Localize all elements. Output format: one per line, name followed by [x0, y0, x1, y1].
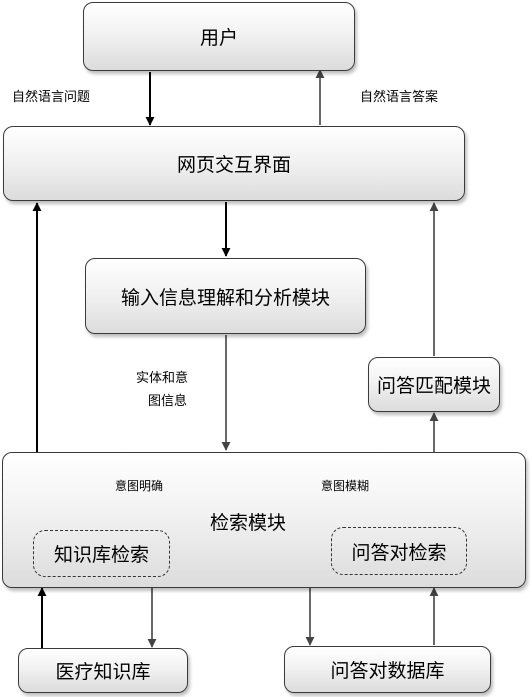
- node-web-ui: 网页交互界面: [3, 126, 465, 201]
- node-web-ui-label: 网页交互界面: [176, 154, 291, 176]
- node-qa-pair-search: 问答对检索: [331, 527, 467, 575]
- node-medical-kb: 医疗知识库: [18, 648, 188, 693]
- node-qa-match: 问答匹配模块: [368, 357, 500, 412]
- edge-label-entity-intent-2: 图信息: [148, 394, 188, 409]
- node-qa-database: 问答对数据库: [284, 646, 491, 693]
- edge-label-intent-fuzzy: 意图模糊: [321, 479, 370, 493]
- node-qa-database-label: 问答对数据库: [330, 660, 445, 682]
- node-search-module-label: 检索模块: [210, 512, 287, 534]
- node-kb-search: 知识库检索: [33, 530, 170, 577]
- edge-label-intent-clear: 意图明确: [115, 479, 164, 493]
- node-medical-kb-label: 医疗知识库: [55, 661, 151, 683]
- edge-label-entity-intent-1: 实体和意: [136, 371, 189, 386]
- node-search-module: 检索模块: [2, 452, 526, 588]
- edge-label-nl-question: 自然语言问题: [12, 90, 91, 105]
- node-qa-pair-search-label: 问答对检索: [351, 541, 447, 564]
- edge-label-nl-answer: 自然语言答案: [360, 90, 439, 105]
- node-input-module-label: 输入信息理解和分析模块: [120, 286, 330, 309]
- node-input-module: 输入信息理解和分析模块: [85, 258, 366, 334]
- node-user-label: 用户: [199, 27, 238, 49]
- node-user: 用户: [83, 2, 355, 71]
- node-qa-match-label: 问答匹配模块: [376, 375, 491, 397]
- node-kb-search-label: 知识库检索: [53, 544, 149, 566]
